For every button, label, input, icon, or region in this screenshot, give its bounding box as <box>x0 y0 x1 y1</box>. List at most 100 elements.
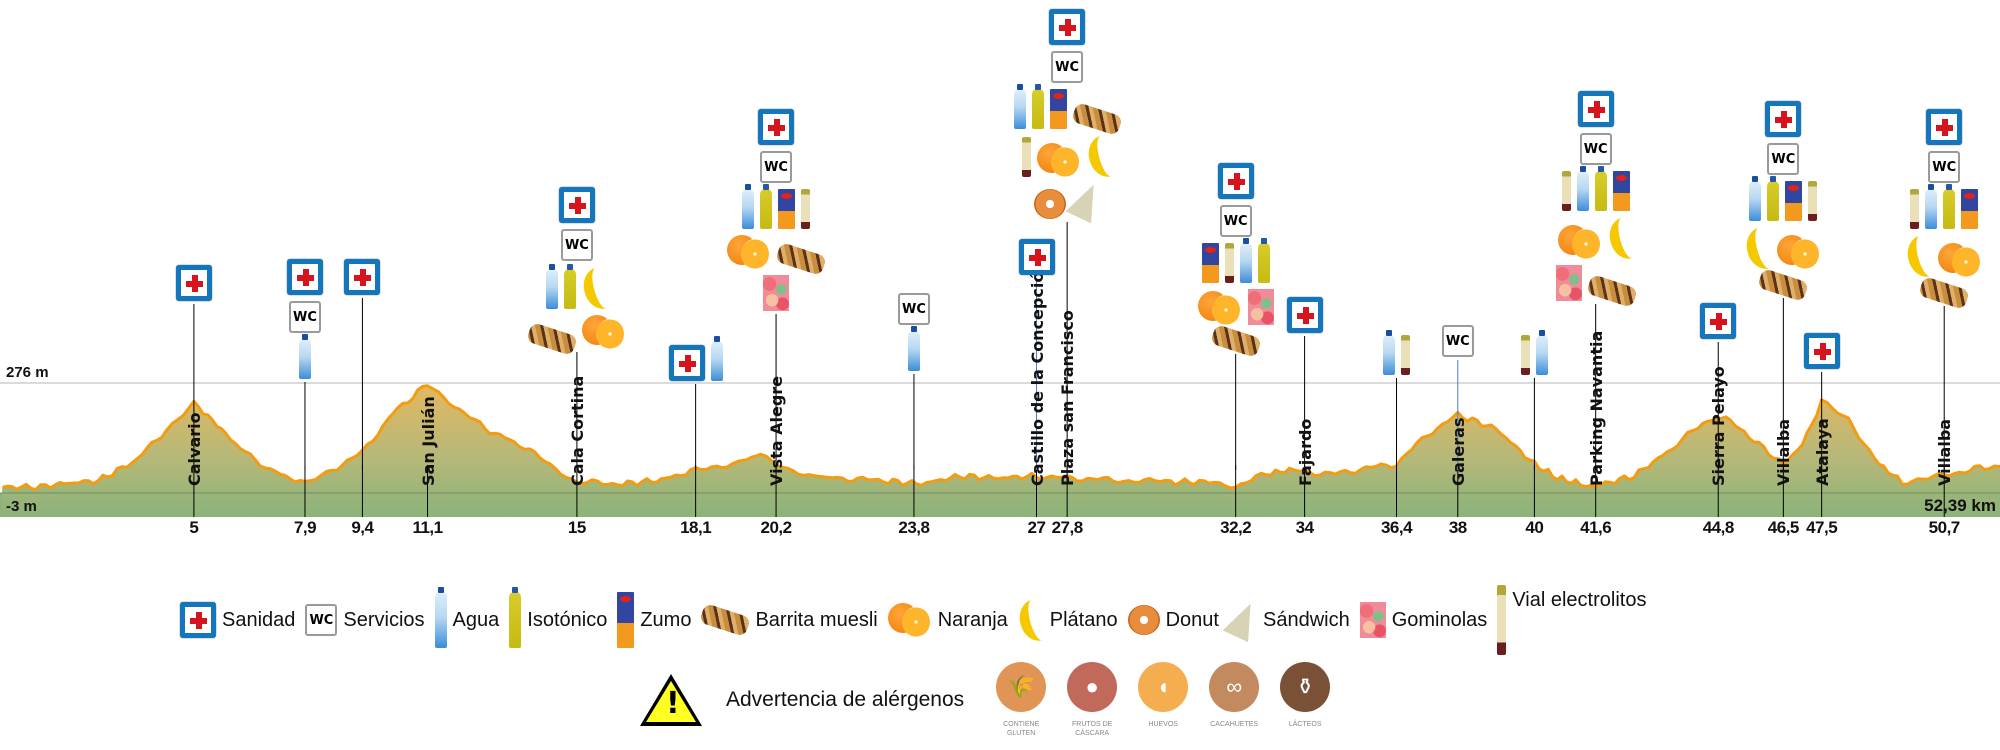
allergen-icon: 🌾 <box>996 662 1047 712</box>
agua-icon <box>298 334 311 379</box>
legend-label: Servicios <box>343 608 425 631</box>
allergen-item: ◖HUEVOS <box>1136 662 1190 729</box>
agua-icon <box>1013 84 1026 129</box>
wc-icon: WC <box>1441 325 1474 357</box>
sanidad-icon <box>180 602 216 638</box>
naranja-icon <box>1197 291 1242 325</box>
isotonico-icon <box>563 264 576 309</box>
station-icon-row <box>1918 276 1971 310</box>
station-icon-row <box>1197 289 1274 325</box>
km-tick-label: 7,9 <box>293 518 317 537</box>
agua-icon <box>710 336 723 381</box>
station-icon-row <box>1286 297 1323 333</box>
station-icon-row <box>1577 91 1614 127</box>
barrita-icon <box>699 603 752 637</box>
station-icon-row <box>758 109 795 145</box>
km-tick-label: 9,4 <box>351 518 374 537</box>
station-icon-row <box>1555 265 1638 308</box>
legend-label: Sanidad <box>222 608 296 631</box>
legend-label: Sándwich <box>1262 608 1350 631</box>
legend-label: Vial electrolitos <box>1512 589 1647 611</box>
gominolas-icon <box>1359 602 1386 638</box>
elevation-line <box>2 384 2000 492</box>
km-tick-label: 44,8 <box>1702 518 1735 537</box>
isotonico-icon <box>509 587 522 648</box>
allergen-icon: ● <box>1067 662 1118 712</box>
gominolas-icon <box>1555 265 1582 301</box>
km-tick-label: 23,8 <box>898 518 930 537</box>
vial-icon <box>801 189 811 229</box>
aid-station <box>1018 236 1055 278</box>
station-icon-row <box>907 326 920 371</box>
allergen-item: ● FRUTOS DE CÁSCARA <box>1065 662 1119 738</box>
place-label: Vista Alegre <box>767 375 787 486</box>
vial-icon <box>1401 335 1411 375</box>
station-icon-row <box>727 235 827 276</box>
station-icon-row <box>1034 178 1107 224</box>
isotonico-icon <box>1031 84 1044 129</box>
station-icon-row <box>1018 239 1055 275</box>
station-icon-row: WC <box>1579 133 1612 165</box>
donut-icon <box>1034 189 1067 219</box>
place-label: Atalaya <box>1812 418 1832 486</box>
km-tick-label: 27 <box>1027 518 1046 537</box>
station-icon-row: WC <box>288 301 321 333</box>
legend-item-vial: Vial electrolitos <box>1497 585 1646 655</box>
agua-icon <box>545 264 558 309</box>
vial-icon <box>1021 137 1031 177</box>
aid-station: WC <box>1906 106 1982 310</box>
station-icon-row <box>1926 109 1963 145</box>
sanidad-icon <box>1049 9 1086 45</box>
aid-station: WC <box>727 106 827 314</box>
sandwich-icon <box>1222 597 1264 643</box>
km-tick-label: 34 <box>1295 518 1314 537</box>
station-icon-row: WC <box>897 293 930 325</box>
wc-icon: WC <box>1219 205 1252 237</box>
aid-station: WC <box>1745 98 1821 302</box>
allergen-label: HUEVOS <box>1148 721 1178 728</box>
elevation-profile <box>0 222 2000 517</box>
max-elevation-label: 276 m <box>6 364 49 381</box>
km-tick-label: 32,2 <box>1220 518 1252 537</box>
legend-item-naranja: Naranja <box>887 603 1008 637</box>
barrita-icon <box>525 322 578 356</box>
sanidad-icon <box>668 345 705 381</box>
legend-label: Isotónico <box>527 608 608 631</box>
km-tick-label: 11,1 <box>412 518 443 537</box>
km-tick-label: 50,7 <box>1928 518 1961 537</box>
aid-station: WC <box>286 256 323 382</box>
km-tick-label: 20,2 <box>760 518 793 537</box>
station-icon-row: WC <box>1441 325 1474 357</box>
station-icon-row <box>286 259 323 295</box>
station-icon-row <box>1910 184 1979 229</box>
sandwich-icon <box>1065 178 1107 224</box>
station-icon-row: WC <box>1219 205 1252 237</box>
legend-label: Agua <box>452 608 500 631</box>
km-tick-label: 46,5 <box>1767 518 1800 537</box>
vial-icon <box>1520 335 1530 375</box>
legend-label: Barrita muesli <box>755 608 878 631</box>
barrita-icon <box>1070 102 1123 136</box>
place-label: Parking Navantia <box>1586 330 1606 486</box>
vial-icon <box>1497 585 1507 655</box>
legend-item-donut: Donut <box>1127 605 1219 635</box>
station-icon-row <box>1201 238 1270 283</box>
total-distance-label: 52,39 km <box>1924 496 1996 515</box>
km-tick-label: 47,5 <box>1806 518 1838 537</box>
legend-label: Plátano <box>1049 608 1118 631</box>
legend-item-isotonico: Isotónico <box>509 587 608 648</box>
agua-icon <box>1239 238 1252 283</box>
allergen-label: CACAHUETES <box>1210 721 1259 728</box>
station-sticks <box>193 222 1945 517</box>
isotonico-icon <box>1767 176 1780 221</box>
min-elevation-label: -3 m <box>6 498 37 515</box>
isotonico-icon <box>1594 166 1607 211</box>
vial-icon <box>1910 189 1920 229</box>
allergen-label: FRUTOS DE CÁSCARA <box>1072 721 1113 737</box>
vial-icon <box>1224 243 1234 283</box>
naranja-icon <box>1036 143 1081 177</box>
station-icon-row <box>742 184 811 229</box>
legend-item-sandwich: Sándwich <box>1222 597 1350 643</box>
aid-station: WC <box>1197 160 1274 358</box>
station-icon-row: WC <box>1767 143 1800 175</box>
